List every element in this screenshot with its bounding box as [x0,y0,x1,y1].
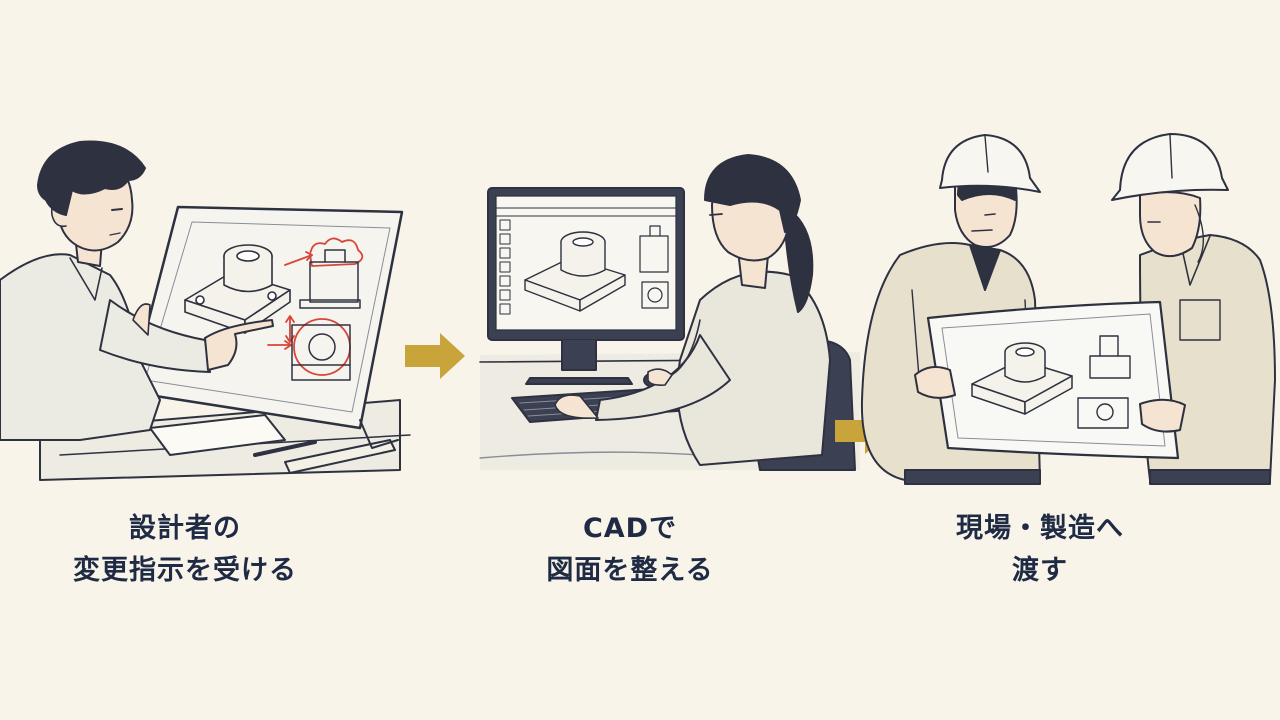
step-3-line-2: 渡す [1012,555,1068,586]
right-arrow-icon [405,333,465,379]
step-2-line-1: CADで [582,513,678,544]
cad-operator-scene [479,154,860,471]
step-2-caption: CADで 図面を整える [485,508,775,592]
step-1-caption: 設計者の 変更指示を受ける [40,508,330,592]
step-1-line-1: 設計者の [129,513,241,544]
step-3-line-1: 現場・製造へ [956,513,1124,544]
step-3-caption: 現場・製造へ 渡す [895,508,1185,592]
step-2-line-2: 図面を整える [546,555,714,586]
workers-scene [860,133,1276,485]
designer-scene [0,140,411,481]
step-1-line-2: 変更指示を受ける [73,555,297,586]
